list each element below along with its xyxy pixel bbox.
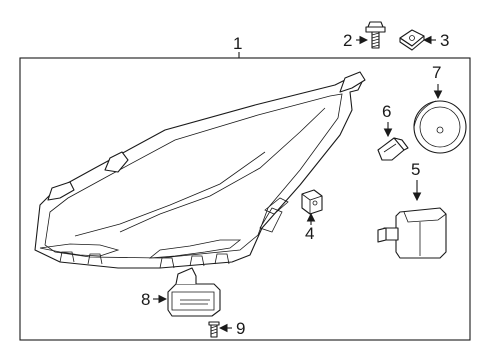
callout-1: 1: [233, 34, 242, 58]
dust-cover-part[interactable]: [413, 100, 467, 154]
bulb-socket-part[interactable]: [377, 207, 447, 259]
clip-part[interactable]: [301, 189, 323, 215]
callout-8-label: 8: [141, 290, 150, 309]
callout-7: 7: [432, 63, 443, 100]
callout-9-label: 9: [236, 319, 245, 338]
callout-7-label: 7: [432, 63, 441, 82]
callout-2: 2: [343, 31, 369, 50]
callout-2-label: 2: [343, 31, 352, 50]
headlamp-assembly[interactable]: [34, 71, 366, 269]
screw-part[interactable]: [208, 321, 220, 338]
clip-nut-part[interactable]: [399, 29, 425, 51]
callout-3-label: 3: [440, 31, 449, 50]
callout-1-label: 1: [233, 34, 242, 53]
callout-5: 5: [411, 160, 422, 202]
wedge-bulb-part[interactable]: [377, 137, 409, 161]
callout-5-label: 5: [411, 160, 420, 179]
connector-module-part[interactable]: [167, 267, 221, 317]
callout-6: 6: [382, 102, 393, 138]
callout-4-label: 4: [305, 224, 314, 243]
callout-8: 8: [141, 290, 168, 309]
bolt-part[interactable]: [365, 21, 386, 49]
callout-6-label: 6: [382, 102, 391, 121]
callout-4: 4: [305, 212, 316, 243]
callout-9: 9: [218, 319, 245, 338]
callout-3: 3: [422, 31, 449, 50]
assembly-frame: [19, 57, 471, 341]
